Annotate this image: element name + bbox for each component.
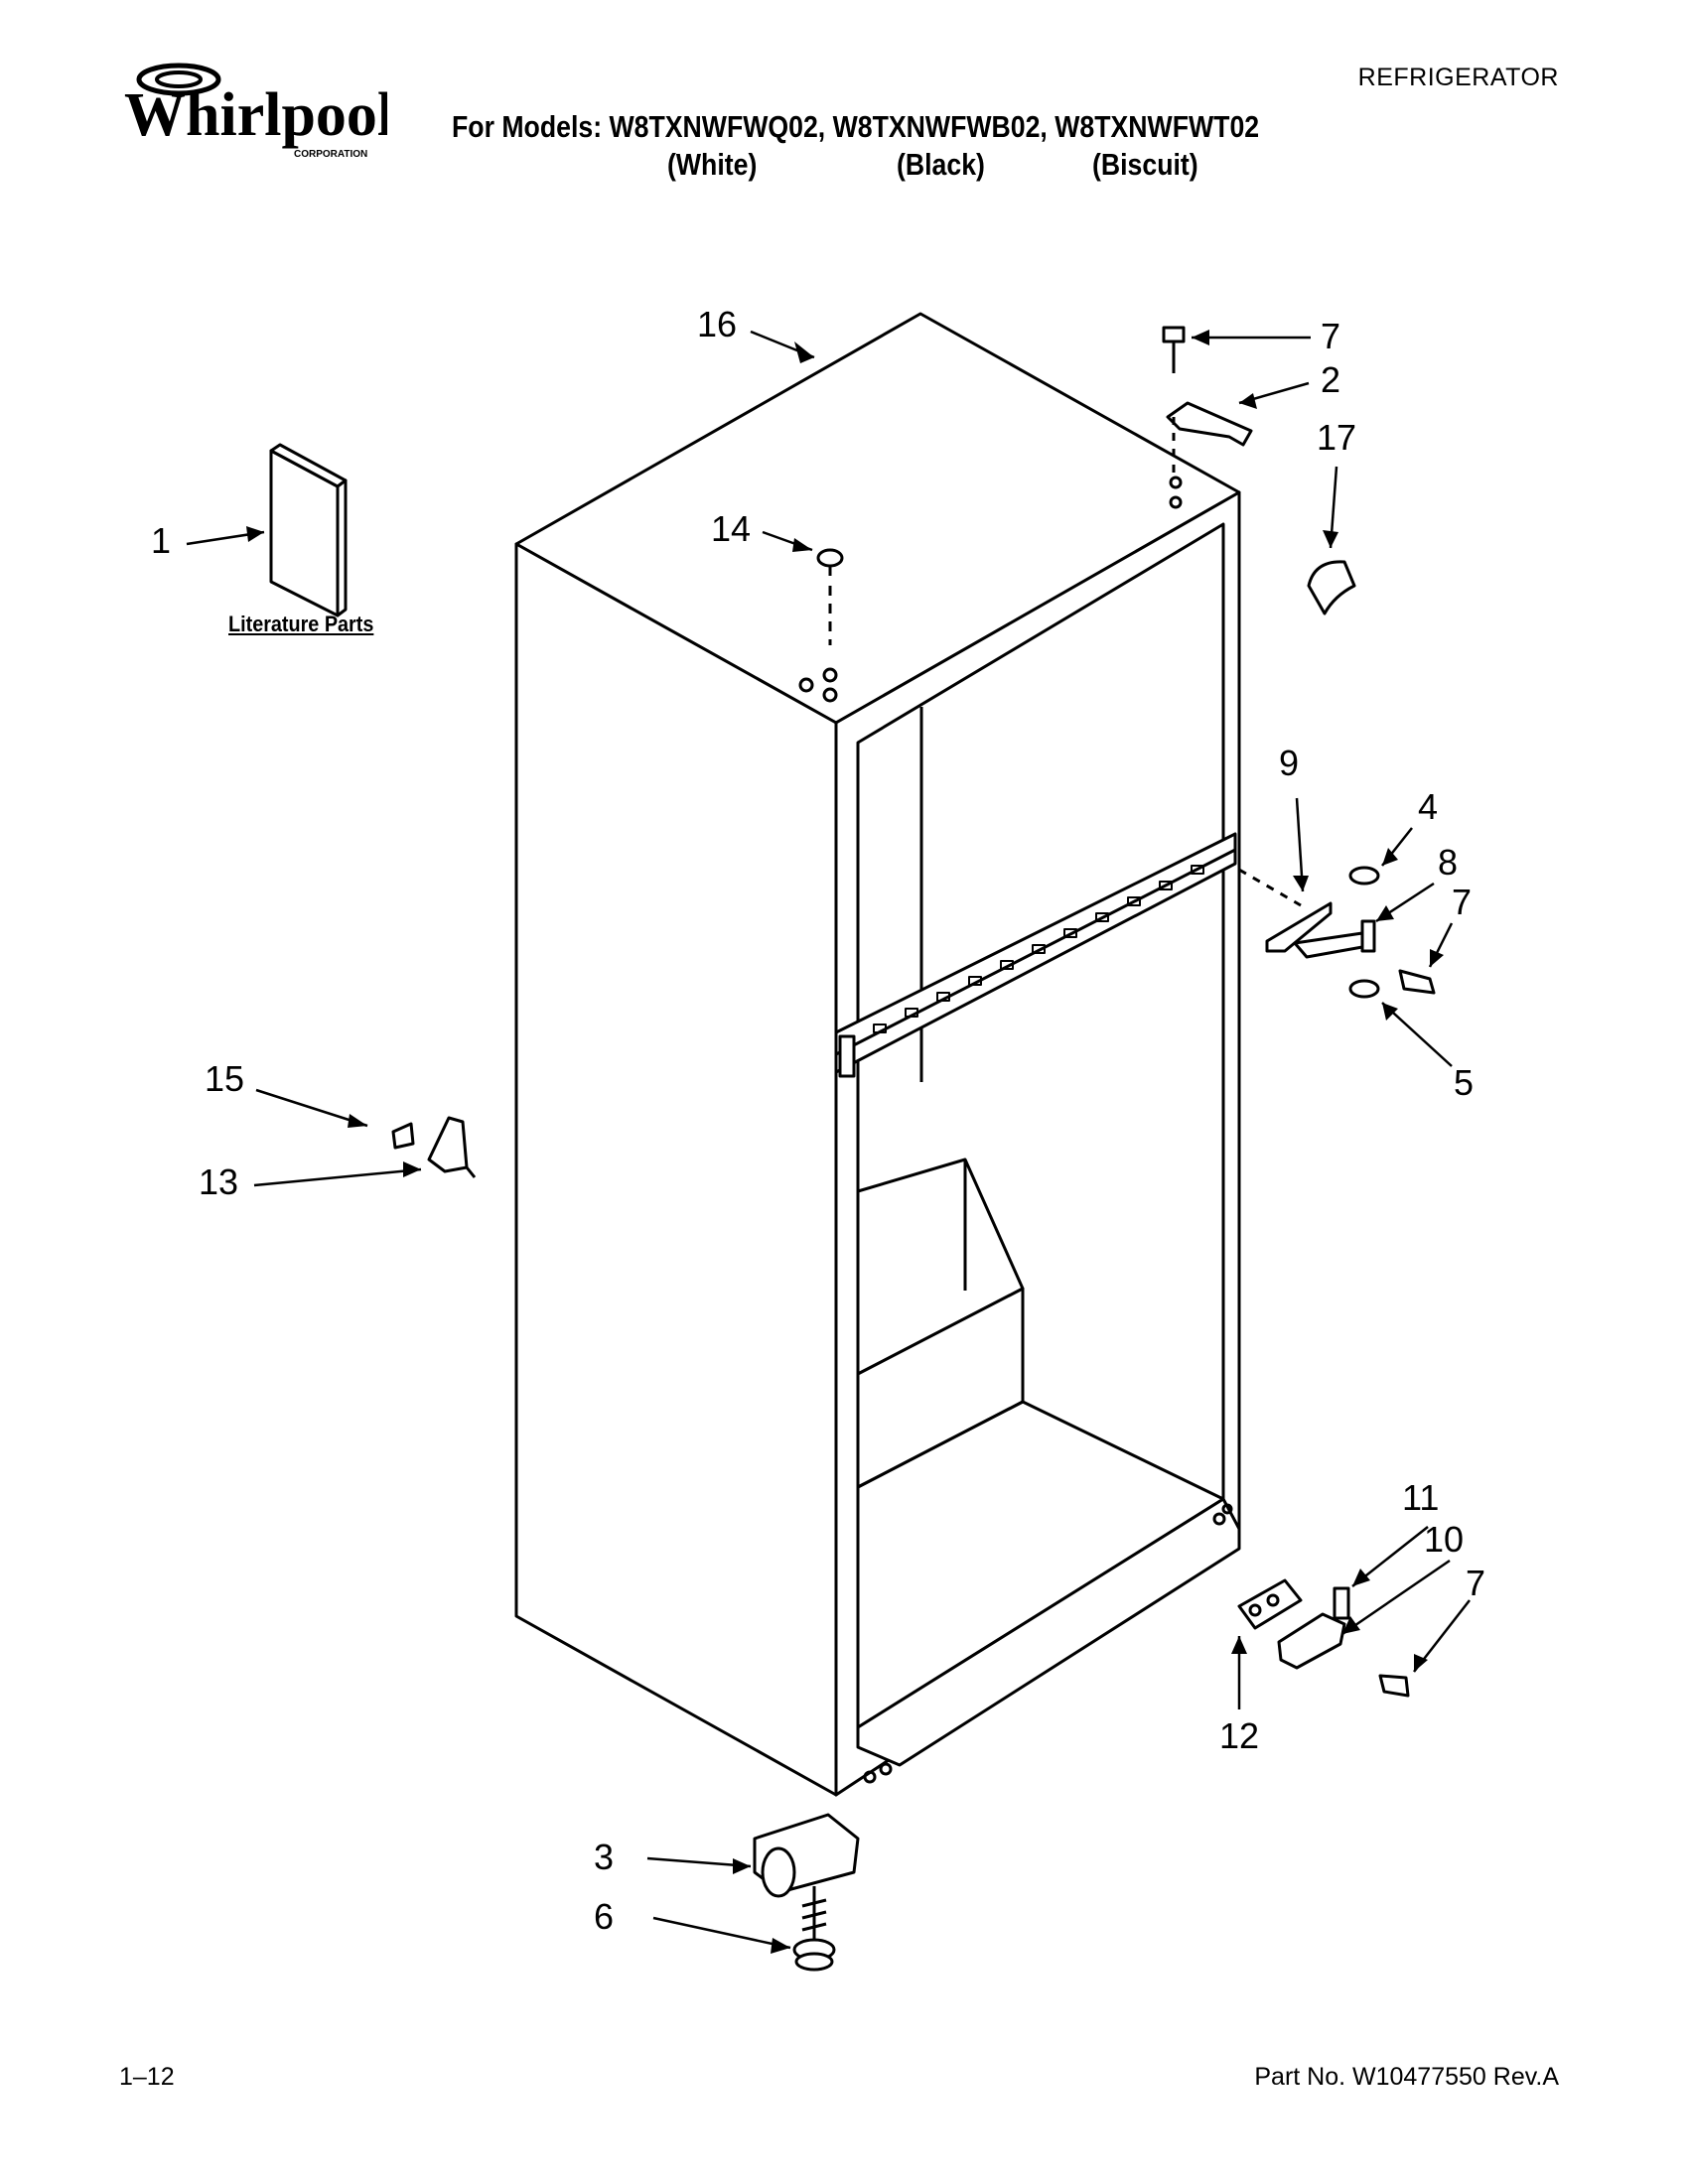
hinge-cover-part — [1307, 560, 1356, 615]
part-number: Part No. W10477550 Rev.A — [1254, 2063, 1559, 2091]
callout-6: 6 — [594, 1896, 615, 1937]
whirlpool-logo: Whirlpool CORPORATION — [124, 63, 387, 160]
callout-15: 15 — [205, 1058, 245, 1099]
callout-3: 3 — [594, 1837, 615, 1877]
center-hinge-part — [1238, 866, 1436, 999]
callout-1: 1 — [151, 520, 172, 561]
plug-part — [816, 548, 844, 645]
lower-hinge-part — [1237, 1578, 1410, 1698]
callout-9: 9 — [1279, 743, 1300, 783]
callout-8: 8 — [1438, 842, 1459, 883]
brand-sub-text: CORPORATION — [294, 149, 367, 160]
color-biscuit: (Biscuit) — [1092, 147, 1198, 182]
brand-text: Whirlpool — [124, 81, 387, 149]
color-white: (White) — [667, 147, 758, 182]
callout-16: 16 — [697, 304, 738, 344]
literature-parts-label: Literature Parts — [228, 612, 374, 636]
callout-7-mid: 7 — [1452, 882, 1473, 922]
callout-14: 14 — [711, 508, 752, 549]
top-hinge-part — [1162, 326, 1253, 480]
page-number: 1–12 — [119, 2063, 175, 2091]
cabinet — [514, 312, 1241, 1797]
callout-11: 11 — [1402, 1477, 1440, 1518]
callout-12: 12 — [1219, 1715, 1260, 1756]
document-type: REFRIGERATOR — [1357, 64, 1559, 91]
callout-4: 4 — [1418, 786, 1439, 827]
door-stop-part — [391, 1116, 477, 1178]
leveling-roller-part — [753, 1813, 860, 1972]
literature-parts-part — [269, 443, 348, 617]
callout-7-top: 7 — [1321, 316, 1341, 356]
callout-17: 17 — [1317, 417, 1357, 458]
callout-5: 5 — [1454, 1062, 1475, 1103]
color-black: (Black) — [897, 147, 985, 182]
callout-7-bottom: 7 — [1466, 1563, 1486, 1603]
callout-2: 2 — [1321, 359, 1341, 400]
models-line: For Models: W8TXNWFWQ02, W8TXNWFWB02, W8… — [452, 109, 1260, 144]
callout-13: 13 — [199, 1161, 239, 1202]
leader-arrowheads — [246, 330, 1444, 1954]
callout-10: 10 — [1424, 1519, 1465, 1560]
